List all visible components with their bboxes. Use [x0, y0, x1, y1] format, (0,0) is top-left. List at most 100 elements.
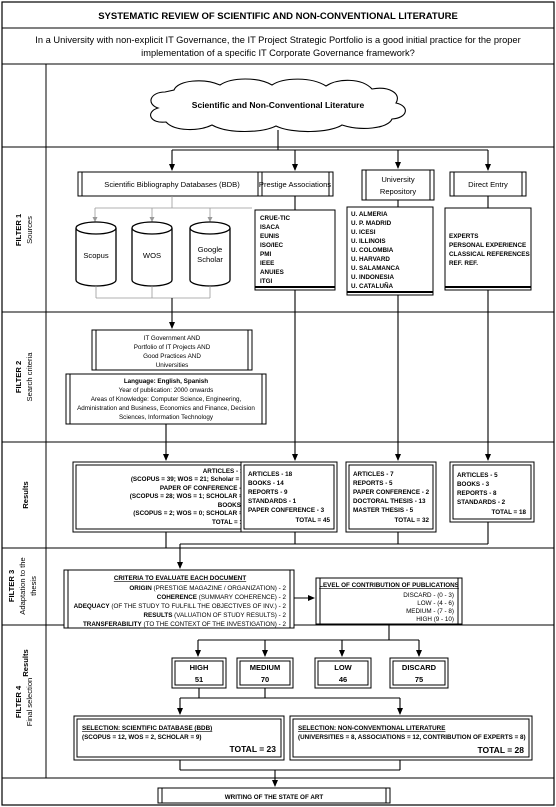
cloud-shape: Scientific and Non-Conventional Literatu…	[150, 78, 406, 133]
results-prestige-item: REPORTS - 9	[248, 489, 288, 496]
database-scopus-label: Scopus	[83, 251, 109, 260]
row-label-filter2: FILTER 2	[14, 361, 23, 393]
selection-ncl-box: SELECTION: NON-CONVENTIONAL LITERATURE (…	[289, 715, 533, 761]
university-item: U. P. MADRID	[351, 220, 392, 227]
final-step-box: WRITING OF THE STATE OF ART	[157, 787, 391, 804]
level-low-label: LOW	[334, 663, 352, 672]
results-prestige-item: PAPER CONFERENCE - 3	[248, 507, 325, 514]
row-label-filter3-sub2: thesis	[29, 576, 38, 596]
university-item: U. HARVARD	[351, 256, 390, 263]
search-term-item: Portfolio of IT Projects AND	[134, 344, 211, 351]
association-item: ISACA	[260, 224, 280, 231]
database-wos-label: WOS	[143, 251, 161, 260]
association-item: CRUE-TIC	[260, 215, 291, 222]
source-direct-box: Direct Entry	[449, 171, 527, 197]
search-term-item: Good Practices AND	[143, 353, 201, 360]
source-university-box: University Repository	[361, 169, 435, 201]
results-bdb-item: (SCOPUS = 28; WOS = 1; SCHOLAR = 2)	[130, 493, 250, 500]
university-item: U. INDONESIA	[351, 274, 394, 281]
contribution-level-box: LEVEL OF CONTRIBUTION OF PUBLICATIONS DI…	[315, 577, 463, 625]
results-bdb-item: PAPER OF CONFERENCE - 31	[160, 485, 251, 492]
level-high-box: HIGH 51	[171, 657, 227, 689]
criterion-row: TRANSFERABILITY (TO THE CONTEXT OF THE I…	[83, 621, 287, 628]
source-bdb-label: Scientific Bibliography Databases (BDB)	[104, 180, 240, 189]
direct-entry-item: PERSONAL EXPERIENCE	[449, 242, 526, 249]
source-prestige-box: Prestige Associations	[257, 171, 334, 197]
university-item: U. CATALUÑA	[351, 281, 394, 290]
association-item: IEEE	[260, 260, 274, 267]
database-google-label: Google	[198, 245, 223, 254]
direct-entry-list: EXPERTS PERSONAL EXPERIENCE CLASSICAL RE…	[444, 207, 532, 291]
selection-ncl-title: SELECTION: NON-CONVENTIONAL LITERATURE	[298, 725, 445, 732]
evaluation-criteria-box: CRITERIA TO EVALUATE EACH DOCUMENT ORIGI…	[63, 569, 295, 629]
final-step-label: WRITING OF THE STATE OF ART	[225, 794, 324, 801]
universities-list: U. ALMERIA U. P. MADRID U. ICESI U. ILLI…	[346, 206, 434, 296]
criteria-areas-line3: Sciences, Information Technology	[119, 414, 214, 421]
row-label-results2: Results	[21, 649, 30, 676]
level-discard-box: DISCARD 75	[389, 657, 449, 689]
level-medium-label: MEDIUM	[250, 663, 280, 672]
search-criteria-box: Language: English, Spanish Year of publi…	[65, 373, 267, 425]
direct-entry-item: REF. REF.	[449, 260, 478, 267]
criteria-language: Language: English, Spanish	[124, 378, 208, 385]
criterion-row: ORIGIN (PRESTIGE MAGAZINE / ORGANIZATION…	[129, 585, 286, 592]
research-question-line1: In a University with non-explicit IT Gov…	[35, 35, 520, 45]
criterion-row: COHERENCE (SUMMARY COHERENCE) - 2	[157, 594, 287, 601]
association-item: ISO/IEC	[260, 242, 284, 249]
search-terms-box: IT Government AND Portfolio of IT Projec…	[91, 329, 253, 371]
criteria-areas-line2: Administration and Business, Economics a…	[77, 405, 255, 412]
row-label-filter2-sub: Search criteria	[25, 352, 34, 402]
row-label-filter4: FILTER 4	[14, 685, 23, 718]
selection-bdb-box: SELECTION: SCIENTIFIC DATABASE (BDB) (SC…	[73, 715, 285, 761]
selection-bdb-detail: (SCOPUS = 12, WOS = 2, SCHOLAR = 9)	[82, 734, 202, 741]
association-item: PMI	[260, 251, 271, 258]
row-label-filter1: FILTER 1	[14, 213, 23, 246]
results-direct-item: REPORTS - 8	[457, 490, 497, 497]
level-medium-box: MEDIUM 70	[236, 657, 294, 689]
criterion-row: RESULTS (VALUATION OF STUDY RESULTS) - 2	[143, 612, 286, 619]
university-item: U. SALAMANCA	[351, 265, 400, 272]
row-label-filter3: FILTER 3	[7, 570, 16, 602]
source-university-label2: Repository	[380, 187, 416, 196]
row-label-filter3-sub: Adaptation to the	[18, 557, 27, 614]
database-google-scholar: Google Scholar	[189, 221, 231, 287]
results-university-item: REPORTS - 5	[353, 480, 393, 487]
contribution-level: LOW - (4 - 6)	[417, 600, 454, 607]
database-scopus: Scopus	[75, 221, 117, 287]
results-bdb-item: BOOKS - 3	[218, 502, 251, 509]
level-discard-value: 75	[415, 675, 423, 684]
results-university-item: MASTER THESIS - 5	[353, 507, 414, 514]
criteria-areas-line1: Areas of Knowledge: Computer Science, En…	[91, 396, 242, 403]
criterion-row: ADEQUACY (OF THE STUDY TO FULFILL THE OB…	[74, 603, 287, 610]
selection-ncl-total: TOTAL = 28	[477, 745, 524, 755]
source-direct-label: Direct Entry	[468, 180, 508, 189]
database-scholar-label: Scholar	[197, 255, 223, 264]
results-prestige-total: TOTAL = 45	[296, 517, 331, 524]
contribution-level: HIGH (9 - 10)	[416, 616, 454, 623]
database-wos: WOS	[131, 221, 173, 287]
results-university-box: ARTICLES - 7 REPORTS - 5 PAPER CONFERENC…	[345, 461, 437, 533]
level-high-label: HIGH	[190, 663, 209, 672]
results-bdb-box: ARTICLES - 113 (SCOPUS = 39; WOS = 21; S…	[72, 461, 258, 533]
results-university-total: TOTAL = 32	[395, 517, 430, 524]
association-item: ANUIES	[260, 269, 284, 276]
source-prestige-label: Prestige Associations	[259, 180, 331, 189]
results-prestige-item: STANDARDS - 1	[248, 498, 297, 505]
university-item: U. ICESI	[351, 229, 376, 236]
row-label-results1: Results	[21, 481, 30, 508]
level-low-value: 46	[339, 675, 347, 684]
search-term-item: IT Government AND	[144, 335, 201, 342]
selection-ncl-detail: (UNIVERSITIES = 8, ASSOCIATIONS = 12, CO…	[298, 734, 526, 741]
source-bdb-box: Scientific Bibliography Databases (BDB)	[77, 171, 267, 197]
results-prestige-item: BOOKS - 14	[248, 480, 284, 487]
results-direct-item: STANDARDS - 2	[457, 499, 506, 506]
results-prestige-box: ARTICLES - 18 BOOKS - 14 REPORTS - 9 STA…	[240, 461, 338, 533]
results-bdb-total: TOTAL = 147	[212, 519, 250, 526]
university-item: U. ALMERIA	[351, 211, 388, 218]
svg-text:FILTER 1: FILTER 1	[14, 213, 23, 246]
cloud-label: Scientific and Non-Conventional Literatu…	[192, 100, 365, 110]
association-item: ITGI	[260, 278, 272, 285]
results-university-item: DOCTORAL THESIS - 13	[353, 498, 426, 505]
university-item: U. ILLINOIS	[351, 238, 386, 245]
